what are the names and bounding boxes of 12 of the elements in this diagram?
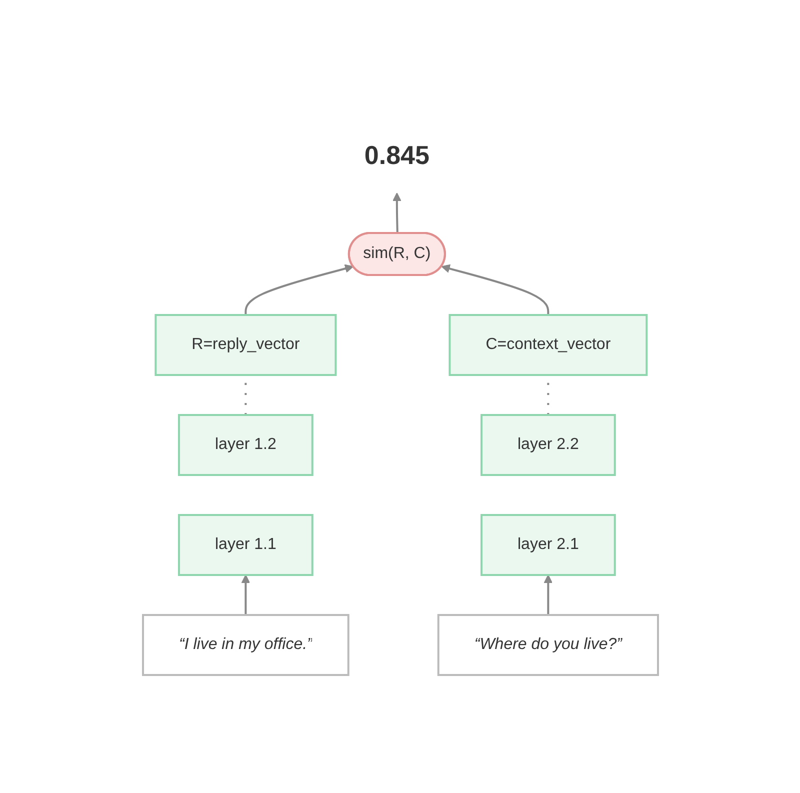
arrow bbox=[543, 574, 552, 615]
arrow bbox=[240, 574, 250, 615]
node-box: layer 1.2 bbox=[178, 414, 313, 476]
node-box: C=context_vector bbox=[448, 314, 648, 376]
arrow bbox=[392, 192, 401, 234]
arrow bbox=[440, 264, 549, 315]
node-box: layer 2.1 bbox=[480, 514, 616, 576]
arrow bbox=[244, 264, 354, 315]
node-box: layer 1.1 bbox=[178, 514, 313, 576]
node-box: layer 2.2 bbox=[480, 414, 616, 476]
node-text: 0.845 bbox=[364, 140, 429, 170]
node-box: R=reply_vector bbox=[154, 314, 336, 376]
